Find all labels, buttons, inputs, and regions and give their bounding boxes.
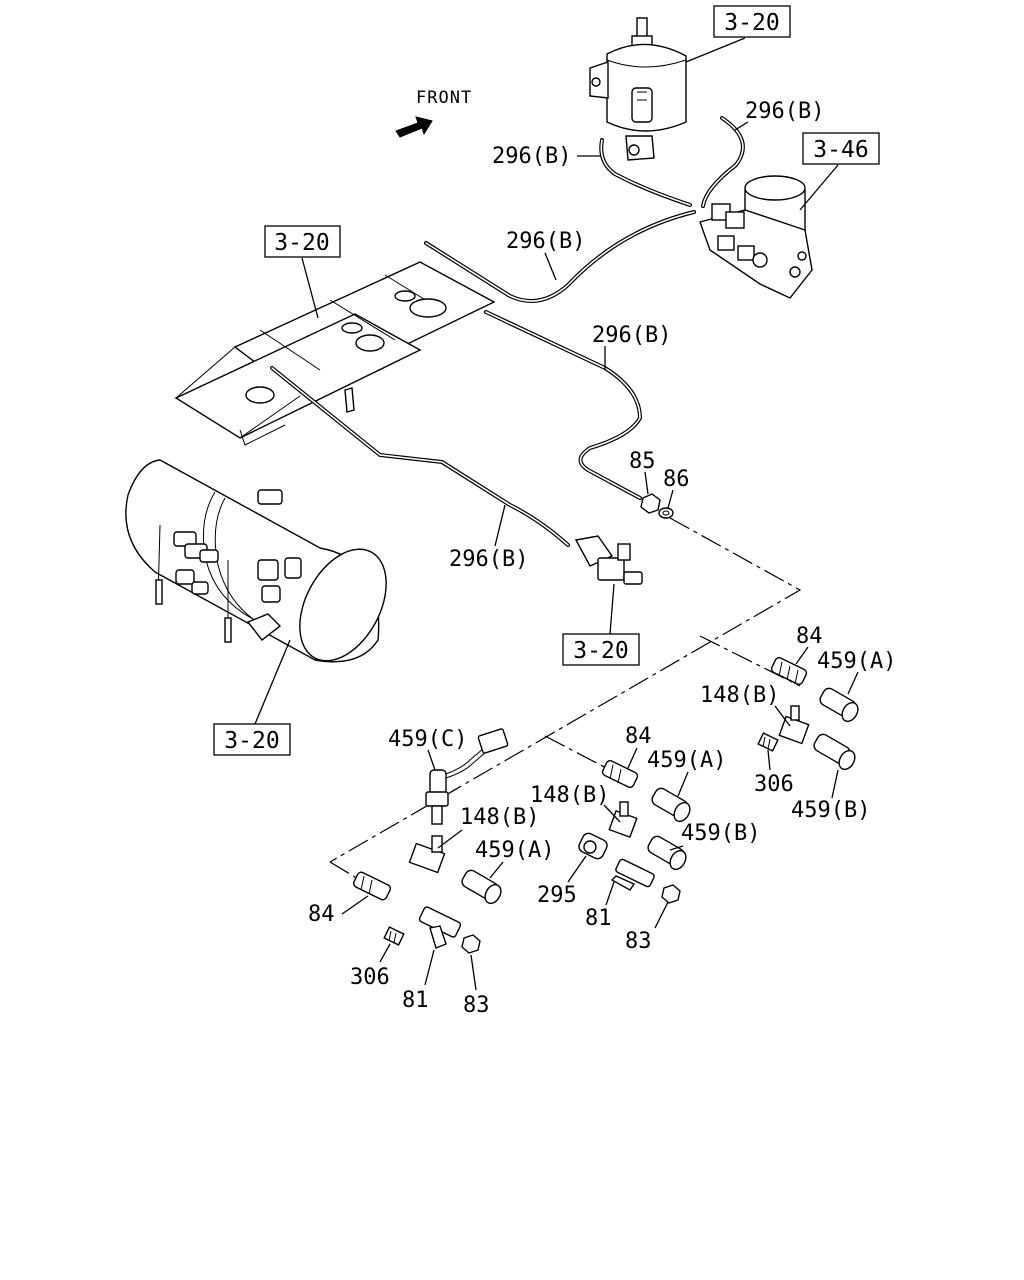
tee-148b-left bbox=[408, 835, 446, 874]
air-tank-illustration bbox=[125, 459, 387, 663]
adapter-84-left bbox=[352, 871, 392, 901]
tee-148b-mid bbox=[608, 801, 638, 839]
label-pipe-dryer-outlet-right: 296(B) bbox=[745, 99, 824, 124]
valve-295 bbox=[578, 832, 608, 860]
drain-cock-81-mid bbox=[610, 858, 655, 891]
label-drain-cock-81-left: 81 bbox=[402, 988, 429, 1013]
part-labels: 296(B) 296(B) 296(B) 296(B) 296(B) 85 86… bbox=[308, 99, 896, 1018]
pressure-switch-459a-right bbox=[819, 687, 859, 723]
label-washer-86: 86 bbox=[663, 467, 690, 492]
ref-box-air-dryer: 3-20 bbox=[685, 5, 791, 63]
ref-box-compressor-governor: 3-46 bbox=[799, 132, 880, 211]
label-adapter-84-left: 84 bbox=[308, 902, 335, 927]
cap-83-mid bbox=[661, 884, 681, 904]
label-pipe-frame-lower: 296(B) bbox=[449, 547, 528, 572]
ref-box-valve-bracket: 3-20 bbox=[562, 583, 640, 666]
label-plug-306-left: 306 bbox=[350, 965, 390, 990]
label-tee-148b-mid: 148(B) bbox=[530, 783, 609, 808]
ref-box-frame-crossmember: 3-20 bbox=[264, 225, 341, 319]
cap-83-left bbox=[461, 934, 481, 954]
pressure-switch-459a-left bbox=[461, 869, 502, 905]
pressure-switch-459a-mid bbox=[651, 787, 691, 823]
label-cap-83-mid: 83 bbox=[625, 929, 652, 954]
svg-text:3-20: 3-20 bbox=[573, 638, 628, 664]
label-switch-459a-right: 459(A) bbox=[817, 649, 896, 674]
label-valve-295: 295 bbox=[537, 883, 577, 908]
label-adapter-84-right: 84 bbox=[796, 624, 823, 649]
drain-cock-81-left bbox=[418, 906, 462, 949]
compressor-governor-illustration bbox=[699, 175, 813, 299]
svg-text:3-20: 3-20 bbox=[224, 728, 279, 754]
air-dryer-illustration bbox=[589, 17, 687, 161]
label-cap-83-left: 83 bbox=[463, 993, 490, 1018]
label-switch-459b-mid: 459(B) bbox=[681, 821, 760, 846]
adapter-84-mid bbox=[601, 760, 639, 788]
label-switch-459c: 459(C) bbox=[388, 727, 467, 752]
label-switch-459b-right: 459(B) bbox=[791, 798, 870, 823]
front-label: FRONT bbox=[416, 88, 472, 108]
pressure-switch-459b-mid bbox=[647, 835, 687, 871]
air-pipes-296b bbox=[270, 116, 745, 547]
frame-valve-illustration bbox=[574, 535, 643, 585]
label-adapter-84-mid: 84 bbox=[625, 724, 652, 749]
svg-text:3-20: 3-20 bbox=[274, 230, 329, 256]
label-pipe-frame-upper: 296(B) bbox=[506, 229, 585, 254]
pressure-switch-459c bbox=[425, 728, 509, 825]
svg-text:3-46: 3-46 bbox=[813, 137, 868, 163]
label-drain-cock-81-mid: 81 bbox=[585, 906, 612, 931]
plug-306-right bbox=[757, 732, 779, 752]
tee-148b-right bbox=[778, 705, 810, 745]
label-tee-148b-right: 148(B) bbox=[700, 683, 779, 708]
label-pipe-frame-right: 296(B) bbox=[592, 323, 671, 348]
plug-306-left bbox=[383, 926, 405, 946]
label-switch-459a-mid: 459(A) bbox=[647, 748, 726, 773]
label-tee-148b-left: 148(B) bbox=[460, 805, 539, 830]
label-switch-459a-left: 459(A) bbox=[475, 838, 554, 863]
pressure-switch-459b-right bbox=[813, 733, 856, 771]
nut-85 bbox=[640, 493, 661, 514]
washer-86 bbox=[658, 507, 674, 519]
label-pipe-dryer-outlet-left: 296(B) bbox=[492, 144, 571, 169]
label-plug-306-right: 306 bbox=[754, 772, 794, 797]
label-nut-85: 85 bbox=[629, 449, 656, 474]
svg-text:3-20: 3-20 bbox=[724, 10, 779, 36]
front-arrow-icon bbox=[395, 116, 433, 138]
adapter-84-right bbox=[770, 657, 808, 685]
frame-crossmember-illustration bbox=[174, 261, 496, 446]
ref-box-air-tank: 3-20 bbox=[213, 639, 291, 756]
